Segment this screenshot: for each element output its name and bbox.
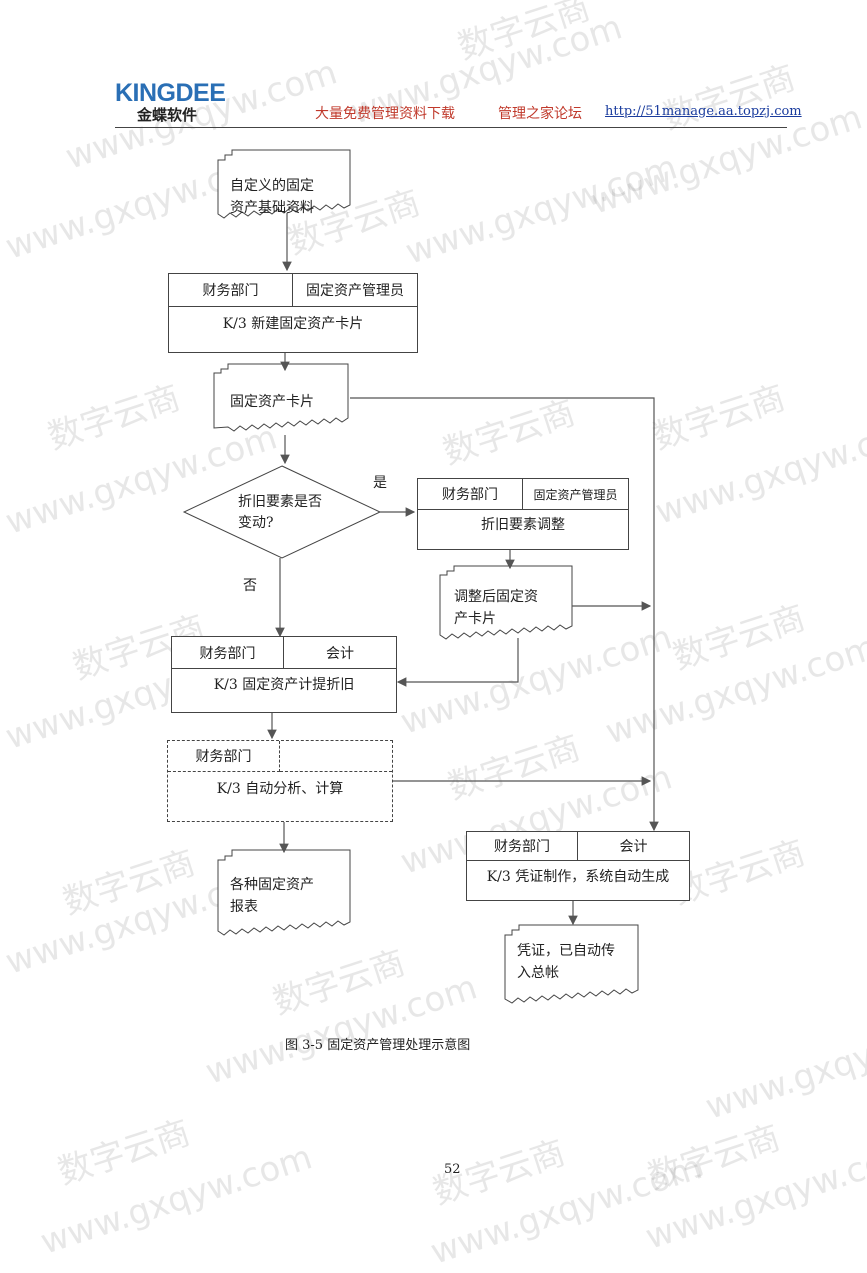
- header-slogan: 大量免费管理资料下载: [315, 106, 455, 122]
- process-box-voucher: 财务部门 会计 K/3 凭证制作，系统自动生成: [466, 831, 690, 901]
- action-cell: K/3 固定资产计提折旧: [213, 677, 355, 693]
- doc-shape: [504, 924, 639, 1004]
- process-box-adjust: 财务部门 固定资产管理员 折旧要素调整: [417, 478, 629, 550]
- dept-cell: 财务部门: [467, 832, 578, 861]
- logo-subtext: 金蝶软件: [137, 106, 198, 124]
- action-cell: 折旧要素调整: [481, 517, 565, 533]
- action-cell: K/3 新建固定资产卡片: [222, 316, 364, 332]
- page-number: 52: [444, 1162, 461, 1177]
- header-rule: [115, 127, 787, 128]
- flow-connectors: [182, 149, 659, 1004]
- dept-cell: 财务部门: [168, 741, 280, 772]
- process-box-depreciation: 财务部门 会计 K/3 固定资产计提折旧: [171, 636, 397, 713]
- doc-shape: [217, 849, 351, 936]
- doc-custom-basic-data: 自定义的固定资产基础资料: [230, 178, 314, 216]
- dept-cell: 财务部门: [418, 479, 523, 510]
- role-cell: [280, 741, 392, 772]
- action-cell: K/3 凭证制作，系统自动生成: [486, 869, 670, 885]
- figure-caption: 图 3-5 固定资产管理处理示意图: [285, 1038, 471, 1053]
- decision-text: 折旧要素是否变动?: [238, 494, 322, 531]
- header-link[interactable]: http://51manage.aa.topzj.com: [605, 104, 802, 119]
- dept-cell: 财务部门: [169, 274, 293, 307]
- doc-shape: [439, 565, 573, 640]
- role-cell: 固定资产管理员: [523, 479, 628, 510]
- process-box-auto-analysis: 财务部门 K/3 自动分析、计算: [167, 740, 393, 822]
- kingdee-logo: KINGDEE 金蝶软件: [115, 79, 226, 124]
- action-cell: K/3 自动分析、计算: [216, 781, 344, 797]
- logo-text: KINGDEE: [115, 79, 226, 107]
- dept-cell: 财务部门: [172, 637, 284, 669]
- doc-voucher: 凭证，已自动传入总帐: [517, 943, 615, 981]
- process-box-new-card: 财务部门 固定资产管理员 K/3 新建固定资产卡片: [168, 273, 418, 353]
- role-cell: 会计: [578, 832, 689, 861]
- doc-shape: [217, 149, 351, 219]
- decision-diamond: [182, 465, 382, 559]
- doc-shape: [213, 363, 349, 432]
- doc-adjusted-card: 调整后固定资产卡片: [454, 589, 538, 627]
- doc-reports: 各种固定资产报表: [230, 877, 314, 915]
- role-cell: 会计: [284, 637, 396, 669]
- header-forum: 管理之家论坛: [498, 106, 582, 122]
- role-cell: 固定资产管理员: [293, 274, 417, 307]
- yes-label: 是: [373, 475, 387, 491]
- doc-asset-card: 固定资产卡片: [230, 394, 314, 410]
- no-label: 否: [243, 578, 257, 594]
